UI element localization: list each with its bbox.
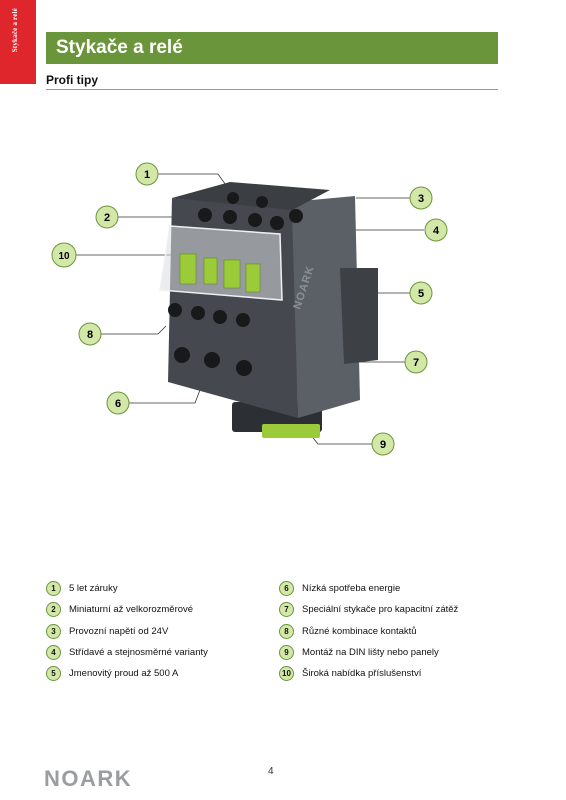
legend-badge: 6 [279, 581, 294, 596]
legend-badge: 10 [279, 666, 294, 681]
terminal-holes-top [198, 192, 303, 230]
callout-8-label: 8 [87, 329, 93, 341]
legend-text: Speciální stykače pro kapacitní zátěž [302, 604, 459, 615]
logo-text: NOARK [44, 766, 132, 790]
noark-logo: NOARK [44, 766, 132, 790]
legend-item-8: 8 Různé kombinace kontaktů [279, 624, 417, 639]
legend-item-10: 10 Široká nabídka příslušenství [279, 666, 421, 681]
legend-badge: 7 [279, 602, 294, 617]
page-title: Stykače a relé [46, 32, 498, 64]
callout-8: 8 [78, 322, 102, 346]
callout-2-label: 2 [104, 212, 110, 224]
legend-text: 5 let záruky [69, 583, 118, 594]
legend-item-9: 9 Montáž na DIN lišty nebo panely [279, 645, 439, 660]
legend-text: Jmenovitý proud až 500 A [69, 668, 179, 679]
callout-badges: 1 2 3 4 5 6 7 8 9 10 [51, 162, 448, 456]
callout-9: 9 [371, 432, 395, 456]
callout-5-label: 5 [418, 288, 424, 300]
legend-text: Provozní napětí od 24V [69, 626, 169, 637]
legend-badge: 4 [46, 645, 61, 660]
page-number: 4 [268, 766, 274, 777]
legend-item-4: 4 Střídavé a stejnosměrné varianty [46, 645, 208, 660]
callout-6: 6 [106, 391, 130, 415]
legend-item-1: 1 5 let záruky [46, 581, 118, 596]
legend-item-2: 2 Miniaturní až velkorozměrové [46, 602, 193, 617]
legend-badge: 9 [279, 645, 294, 660]
callout-5: 5 [409, 281, 433, 305]
callout-6-label: 6 [115, 398, 121, 410]
callout-2: 2 [95, 205, 119, 229]
callout-3-label: 3 [418, 193, 424, 205]
side-panel [290, 196, 360, 418]
legend-item-6: 6 Nízká spotřeba energie [279, 581, 400, 596]
section-tab-label: Stykače a relé [11, 8, 19, 53]
callout-7: 7 [404, 350, 428, 374]
callout-7-label: 7 [413, 357, 419, 369]
contactor-image: NOARK [159, 182, 378, 438]
legend-badge: 8 [279, 624, 294, 639]
subtitle-divider [46, 89, 498, 90]
callout-1-label: 1 [144, 169, 150, 181]
top-face [172, 182, 330, 212]
green-actuators [179, 253, 261, 293]
callout-1: 1 [135, 162, 159, 186]
legend-badge: 2 [46, 602, 61, 617]
callout-9-label: 9 [380, 439, 386, 451]
legend-text: Široká nabídka příslušenství [302, 668, 422, 679]
callout-10-label: 10 [58, 251, 70, 262]
legend-text: Miniaturní až velkorozměrové [69, 604, 194, 615]
section-tab: Stykače a relé [0, 0, 36, 84]
din-clip [262, 424, 320, 438]
legend-text: Nízká spotřeba energie [302, 583, 401, 594]
terminal-holes-bottom [174, 347, 252, 376]
legend-text: Montáž na DIN lišty nebo panely [302, 647, 439, 658]
callout-4-label: 4 [433, 225, 440, 237]
callout-3: 3 [409, 186, 433, 210]
legend-badge: 5 [46, 666, 61, 681]
page-subtitle: Profi tipy [46, 73, 99, 87]
legend-text: Různé kombinace kontaktů [302, 626, 417, 637]
legend-badge: 1 [46, 581, 61, 596]
legend-item-3: 3 Provozní napětí od 24V [46, 624, 168, 639]
side-bracket [340, 268, 378, 364]
contactor-diagram: NOARK 1 2 3 4 5 6 7 8 9 10 [51, 162, 448, 456]
legend-text: Střídavé a stejnosměrné varianty [69, 647, 208, 658]
callout-10: 10 [51, 242, 77, 268]
legend-item-7: 7 Speciální stykače pro kapacitní zátěž [279, 602, 458, 617]
callout-4: 4 [424, 218, 448, 242]
legend-badge: 3 [46, 624, 61, 639]
legend-item-5: 5 Jmenovitý proud až 500 A [46, 666, 178, 681]
terminal-holes-middle [168, 303, 250, 327]
transparent-cover [159, 225, 283, 301]
